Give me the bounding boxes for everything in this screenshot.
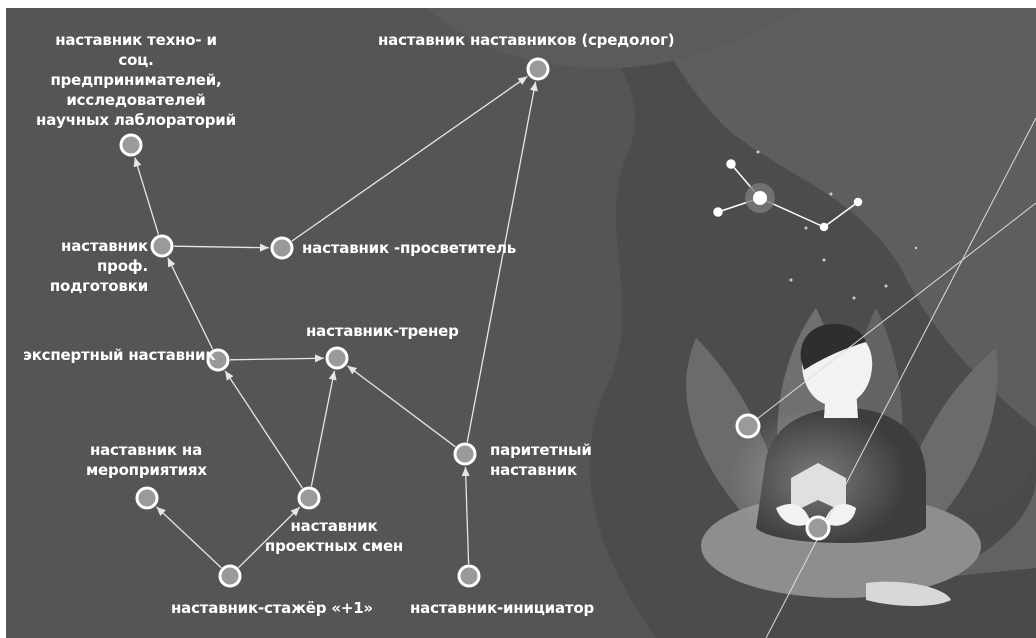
diagram-edges <box>133 75 538 569</box>
node-project <box>297 486 321 510</box>
edge-expert-to-trainer <box>229 357 325 361</box>
edge-prof-to-entrepreneurs <box>134 157 160 235</box>
node-educator <box>270 236 294 260</box>
label-initiator: наставник-инициатор <box>410 599 595 617</box>
node-entrepreneurs <box>119 133 143 157</box>
node-initiator <box>457 564 481 588</box>
edge-peer-to-trainer <box>347 365 456 448</box>
stars <box>756 150 918 300</box>
arrowhead-peer-to-meta <box>529 81 538 92</box>
leaf <box>936 478 1036 578</box>
arrowhead-peer-to-trainer <box>347 365 357 375</box>
arrowhead-intern-to-project <box>290 507 300 517</box>
label-intern: наставник-стажёр «+1» <box>171 599 373 617</box>
node-events <box>135 486 159 510</box>
label-events: наставник на мероприятиях <box>86 441 207 479</box>
label-educator: наставник -просветитель <box>302 239 517 257</box>
decor-node <box>735 413 761 439</box>
edge-intern-to-project <box>238 506 301 569</box>
node-trainer <box>325 346 349 370</box>
decor-line <box>765 117 1036 638</box>
arrowhead-prof-to-entrepreneurs <box>133 157 142 168</box>
arrowhead-prof-to-educator <box>259 243 270 252</box>
edge-peer-to-meta <box>466 81 537 443</box>
node-meta <box>526 57 550 81</box>
edge-expert-to-prof <box>167 257 214 350</box>
label-entrepreneurs: наставник техно- и соц. предпринимателей… <box>36 31 236 129</box>
diagram-canvas: наставник техно- и соц. предпринимателей… <box>6 8 1036 638</box>
diagram-nodes <box>119 57 550 588</box>
label-project: наставник проектных смен <box>264 517 404 555</box>
edge-educator-to-meta <box>291 75 528 242</box>
arrowhead-expert-to-prof <box>167 257 176 268</box>
edge-intern-to-events <box>156 506 222 569</box>
person-foot <box>866 581 951 606</box>
node-intern <box>218 564 242 588</box>
label-expert: экспертный наставник <box>23 346 216 364</box>
node-prof <box>150 234 174 258</box>
node-peer <box>453 442 477 466</box>
edge-initiator-to-peer <box>464 466 470 565</box>
constellation <box>713 159 863 232</box>
arrowhead-project-to-expert <box>225 370 234 381</box>
person-hand <box>776 503 811 526</box>
decor-node <box>805 515 831 541</box>
arrowhead-initiator-to-peer <box>461 466 470 477</box>
arrowhead-expert-to-trainer <box>314 354 325 363</box>
background-illustration <box>119 8 1036 638</box>
background-wave <box>646 8 1036 428</box>
node-expert <box>206 348 230 372</box>
book <box>791 463 846 513</box>
arrowhead-project-to-trainer <box>328 370 337 381</box>
person-hair <box>800 323 866 370</box>
arrowhead-intern-to-events <box>156 506 166 516</box>
edge-prof-to-educator <box>173 245 270 249</box>
edge-project-to-trainer <box>310 370 336 487</box>
decor-line <box>747 202 1036 427</box>
label-prof: наставник проф. подготовки <box>49 237 148 295</box>
edge-project-to-expert <box>224 370 303 489</box>
label-trainer: наставник-тренер <box>306 322 459 340</box>
label-meta: наставник наставников (средолог) <box>378 31 675 49</box>
arrowhead-educator-to-meta <box>517 76 528 85</box>
person-hand <box>824 503 856 526</box>
label-peer: паритетный наставник <box>490 441 592 479</box>
background-wave <box>426 8 806 68</box>
